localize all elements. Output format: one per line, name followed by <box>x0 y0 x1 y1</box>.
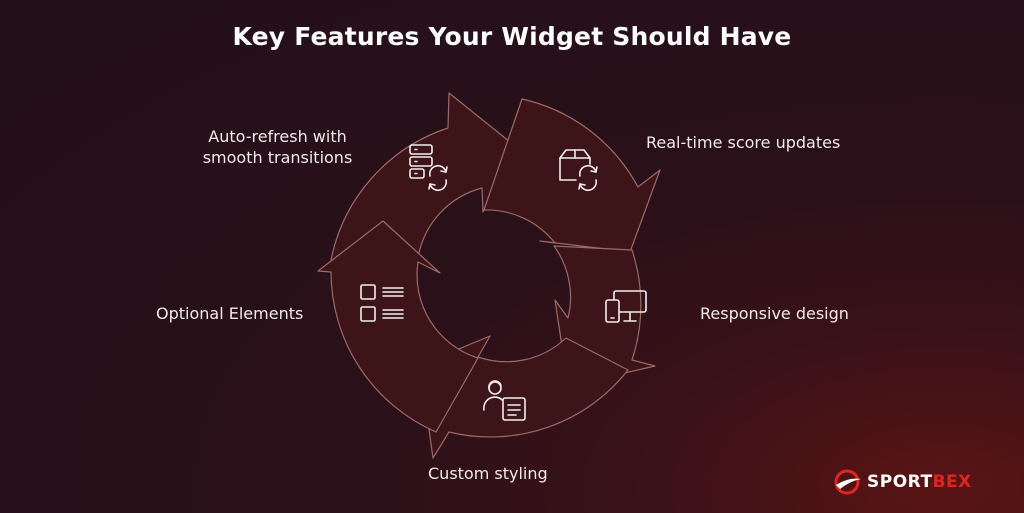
feature-label-autorefresh: Auto-refresh with smooth transitions <box>202 127 353 167</box>
cycle-segment-autorefresh <box>330 92 521 261</box>
list-grid-icon <box>360 284 404 322</box>
server-refresh-icon <box>409 144 448 192</box>
box-refresh-icon <box>559 149 598 192</box>
user-document-icon <box>483 380 526 421</box>
feature-label-optional: Optional Elements <box>156 304 304 323</box>
feature-label-custom: Custom styling <box>428 464 548 483</box>
feature-label-responsive: Responsive design <box>700 304 849 323</box>
cycle-segment-optional <box>317 220 479 433</box>
brand-logo[interactable]: SPORTBEX <box>834 469 972 495</box>
devices-icon <box>605 290 647 323</box>
brand-name-part2: BEX <box>932 472 972 492</box>
feature-label-realtime: Real-time score updates <box>646 133 841 152</box>
brand-name-part1: SPORT <box>867 472 933 492</box>
brand-swoosh-icon <box>834 469 861 495</box>
page-title: Key Features Your Widget Should Have <box>232 22 792 51</box>
cycle-segment-realtime <box>483 98 661 253</box>
brand-name: SPORTBEX <box>867 472 972 492</box>
